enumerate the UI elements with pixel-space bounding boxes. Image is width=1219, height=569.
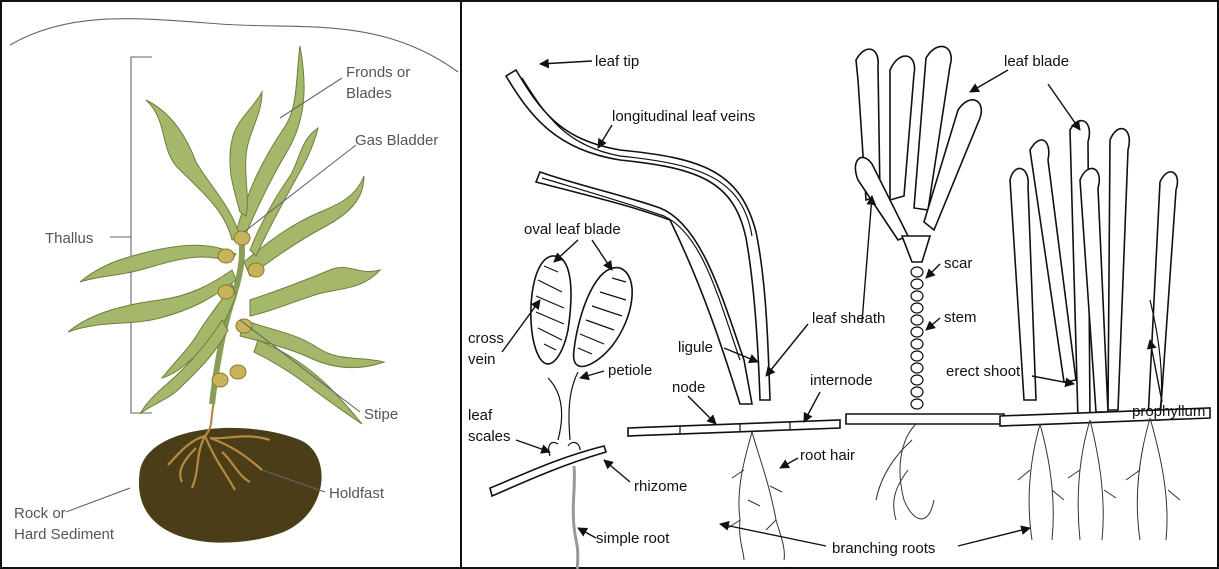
label-rhizome: rhizome (634, 478, 687, 495)
label-longitudinal-leaf-veins: longitudinal leaf veins (612, 108, 755, 125)
branching-roots-d (1018, 418, 1180, 540)
label-scar: scar (944, 255, 972, 272)
rock-shape (139, 428, 322, 543)
label-holdfast: Holdfast (329, 485, 385, 502)
plant-stem-scar (846, 46, 1004, 520)
rhizome-c (846, 414, 1004, 424)
label-oval-leaf-blade: oval leaf blade (524, 221, 621, 238)
label-ligule: ligule (678, 339, 713, 356)
rhizome-b (628, 420, 840, 436)
plant-oval-leaf (490, 256, 632, 569)
label-rock-line1: Rock or (14, 505, 66, 522)
thallus-bracket (131, 57, 152, 413)
gas-bladder-4 (218, 285, 234, 299)
label-node: node (672, 379, 705, 396)
label-cross-vein-line1: cross (468, 330, 504, 347)
simple-root-a (573, 466, 578, 569)
label-prophyllum: prophyllum (1132, 403, 1205, 420)
label-petiole: petiole (608, 362, 652, 379)
label-erect-shoot: erect shoot (946, 363, 1021, 380)
label-internode: internode (810, 372, 873, 389)
stem-scar-beads (911, 267, 923, 409)
gas-bladder-6 (230, 365, 246, 379)
label-stipe: Stipe (364, 406, 398, 423)
label-fronds-line1: Fronds or (346, 64, 410, 81)
gas-bladder-1 (234, 231, 250, 245)
label-fronds-line2: Blades (346, 85, 392, 102)
gas-bladder-3 (248, 263, 264, 277)
gas-bladder-7 (212, 373, 228, 387)
label-root-hair: root hair (800, 447, 855, 464)
label-leaf-tip: leaf tip (595, 53, 639, 70)
label-cross-vein-line2: vein (468, 351, 496, 368)
label-stem: stem (944, 309, 977, 326)
label-leaf-scales-line1: leaf (468, 407, 493, 424)
label-leaf-sheath: leaf sheath (812, 310, 885, 327)
gas-bladder-5 (236, 319, 252, 333)
label-leaf-scales-line2: scales (468, 428, 511, 445)
label-thallus: Thallus (45, 230, 93, 247)
rock-leader (66, 488, 130, 512)
label-simple-root: simple root (596, 530, 670, 547)
fronds-shape (68, 46, 384, 424)
oval-leaf-right (574, 268, 633, 367)
plant-erect-shoot (1000, 121, 1210, 540)
rhizome-a (490, 446, 606, 496)
fronds-leader (280, 78, 342, 118)
root-hairs-b (728, 432, 784, 560)
label-branching-roots: branching roots (832, 540, 935, 557)
gas-bladder-2 (218, 249, 234, 263)
petiole-stalk (548, 372, 578, 440)
label-rock-line2: Hard Sediment (14, 526, 115, 543)
label-leaf-blade: leaf blade (1004, 53, 1069, 70)
seagrass-illustrations (490, 46, 1210, 569)
label-gas-bladder: Gas Bladder (355, 132, 438, 149)
